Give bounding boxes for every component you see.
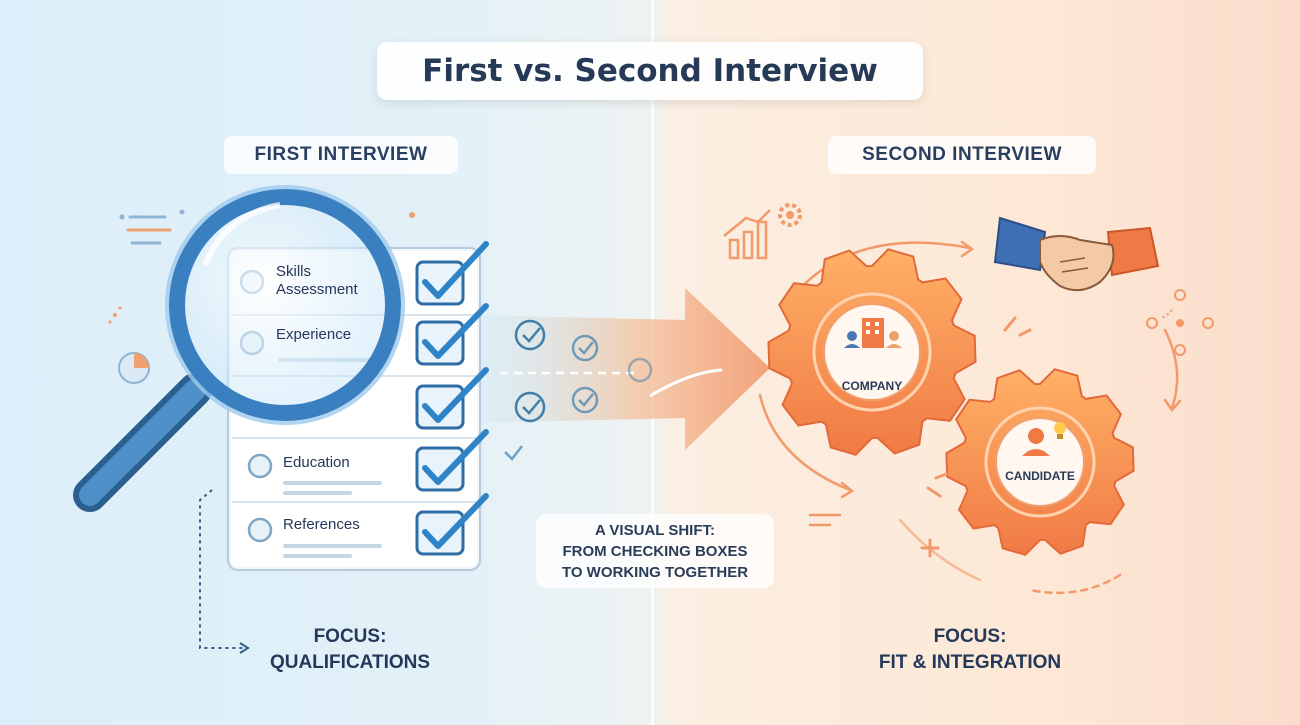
- right-focus: FOCUS: FIT & INTEGRATION: [850, 624, 1090, 676]
- checklist-item-3: Education: [283, 454, 350, 471]
- arrow-highlight: [649, 368, 723, 398]
- page-title: First vs. Second Interview: [377, 42, 923, 100]
- magnifying-glass-icon: [73, 185, 405, 512]
- spark-icons: [808, 316, 1032, 558]
- checklist-item-2: Experience: [276, 326, 351, 343]
- visual-shift-caption: A VISUAL SHIFT: FROM CHECKING BOXES TO W…: [536, 514, 774, 588]
- candidate-gear-icon: [945, 368, 1135, 556]
- orbit-arrows: [758, 240, 1182, 595]
- left-focus-label: FOCUS:: [313, 626, 387, 647]
- gear-small-icon: [778, 203, 802, 227]
- transition-arrow: [470, 288, 770, 450]
- sparkle-icon: [108, 212, 415, 324]
- second-interview-heading: SECOND INTERVIEW: [828, 136, 1096, 174]
- connector-dotted-arrow: [199, 489, 245, 649]
- left-focus-value: QUALIFICATIONS: [269, 652, 431, 673]
- person-lightbulb-icon: [1022, 422, 1066, 456]
- left-focus: FOCUS: QUALIFICATIONS: [250, 624, 450, 676]
- chart-doodle-icon: [119, 209, 185, 245]
- right-focus-label: FOCUS:: [933, 626, 1007, 647]
- caption-line-1: A VISUAL SHIFT:: [594, 521, 715, 539]
- checkbox-icons: [415, 241, 489, 556]
- pie-chart-icon: [118, 352, 150, 384]
- caption-line-3: TO WORKING TOGETHER: [561, 563, 749, 581]
- connector-arrowhead: [239, 642, 250, 654]
- building-icon: [844, 318, 902, 348]
- checklist-item-4: References: [283, 516, 360, 533]
- candidate-gear-label: CANDIDATE: [1005, 469, 1075, 483]
- floating-check-icons: [504, 319, 653, 461]
- caption-line-2: FROM CHECKING BOXES: [562, 542, 748, 560]
- company-gear-icon: [767, 248, 977, 456]
- first-interview-heading: FIRST INTERVIEW: [224, 136, 458, 174]
- company-gear-label: COMPANY: [842, 379, 902, 393]
- handshake-icon: [993, 216, 1160, 292]
- right-focus-value: FIT & INTEGRATION: [878, 652, 1062, 673]
- network-people-icon: [1146, 289, 1214, 356]
- bar-chart-icon: [723, 209, 771, 260]
